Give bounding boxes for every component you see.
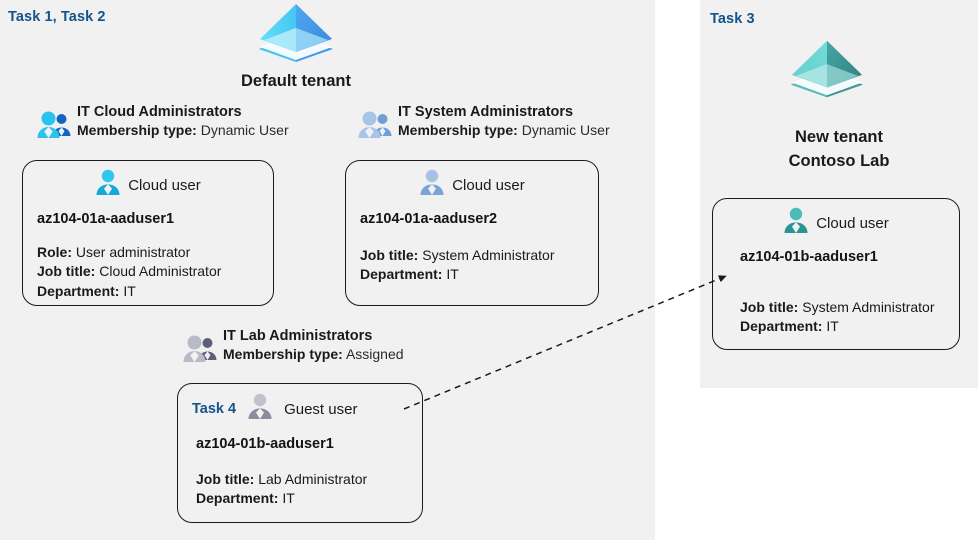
attr-value: IT bbox=[826, 318, 839, 335]
attr-value: System Administrator bbox=[802, 299, 935, 315]
attr-label: Department: bbox=[196, 490, 279, 507]
attr-label: Job title: bbox=[360, 247, 419, 263]
attr-department: Department: IT bbox=[740, 317, 959, 335]
user-principal-name: az104-01a-aaduser1 bbox=[37, 211, 175, 227]
attr-value: Cloud Administrator bbox=[99, 263, 222, 280]
group-membership: Membership type: Assigned bbox=[223, 346, 404, 362]
user-card-aaduser1-b-cloud[interactable]: Cloud user az104-01b-aaduser1 Job title:… bbox=[712, 198, 960, 350]
card-header: Task 4 Guest user bbox=[178, 384, 422, 425]
attr-label: Job title: bbox=[37, 263, 96, 280]
membership-value: Dynamic User bbox=[200, 122, 289, 138]
user-kind-label: Cloud user bbox=[128, 176, 201, 194]
user-card-aaduser2-a[interactable]: Cloud user az104-01a-aaduser2 Job title:… bbox=[345, 160, 599, 306]
attr-job-title: Job title: Cloud Administrator bbox=[37, 262, 273, 280]
new-tenant-title: New tenant Contoso Lab bbox=[712, 126, 966, 174]
user-principal-name: az104-01b-aaduser1 bbox=[740, 249, 878, 265]
group-name: IT System Administrators bbox=[398, 104, 574, 120]
group-it-cloud-administrators: IT Cloud Administrators Membership type:… bbox=[37, 104, 289, 145]
group-users-icon bbox=[183, 334, 217, 369]
group-it-system-administrators: IT System Administrators Membership type… bbox=[358, 104, 610, 145]
attr-department: Department: IT bbox=[196, 489, 422, 507]
inline-task-label: Task 4 bbox=[192, 401, 237, 417]
tenant-pyramid-icon-default bbox=[258, 2, 334, 64]
attr-value: Lab Administrator bbox=[258, 471, 368, 487]
new-tenant-title-line1: New tenant bbox=[794, 128, 883, 146]
membership-label: Membership type: bbox=[223, 346, 343, 362]
attr-value: System Administrator bbox=[422, 247, 555, 263]
attr-label: Job title: bbox=[740, 299, 799, 315]
group-name: IT Cloud Administrators bbox=[77, 104, 242, 120]
membership-label: Membership type: bbox=[77, 122, 197, 138]
user-kind-label: Guest user bbox=[284, 400, 358, 418]
attr-role: Role: User administrator bbox=[37, 243, 273, 261]
user-kind-label: Cloud user bbox=[816, 214, 889, 232]
user-attributes: Role: User administrator Job title: Clou… bbox=[37, 243, 273, 300]
group-it-lab-administrators: IT Lab Administrators Membership type: A… bbox=[183, 328, 404, 369]
group-membership: Membership type: Dynamic User bbox=[398, 122, 610, 138]
attr-label: Job title: bbox=[196, 471, 255, 487]
task-label-right: Task 3 bbox=[710, 11, 755, 27]
attr-job-title: Job title: System Administrator bbox=[740, 298, 959, 316]
user-principal-name: az104-01a-aaduser2 bbox=[360, 211, 498, 227]
attr-value: IT bbox=[123, 282, 136, 299]
attr-label: Department: bbox=[360, 266, 443, 283]
attr-department: Department: IT bbox=[37, 282, 273, 300]
attr-department: Department: IT bbox=[360, 265, 598, 283]
cloud-user-icon bbox=[419, 169, 445, 201]
attr-label: Department: bbox=[37, 282, 120, 299]
group-name: IT Lab Administrators bbox=[223, 328, 373, 344]
group-membership: Membership type: Dynamic User bbox=[77, 122, 289, 138]
attr-job-title: Job title: System Administrator bbox=[360, 246, 598, 264]
user-attributes: Job title: Lab Administrator Department:… bbox=[196, 470, 422, 508]
user-attributes: Job title: System Administrator Departme… bbox=[360, 246, 598, 284]
guest-user-icon bbox=[247, 393, 273, 425]
user-principal-name: az104-01b-aaduser1 bbox=[196, 436, 334, 452]
card-header: Cloud user bbox=[346, 161, 598, 201]
default-tenant-title: Default tenant bbox=[240, 72, 351, 90]
attr-value: User administrator bbox=[75, 244, 191, 260]
membership-value: Dynamic User bbox=[521, 122, 610, 138]
group-users-icon bbox=[358, 110, 392, 145]
attr-value: IT bbox=[282, 490, 295, 507]
cloud-user-icon bbox=[783, 207, 809, 239]
attr-job-title: Job title: Lab Administrator bbox=[196, 470, 422, 488]
user-card-aaduser1-a[interactable]: Cloud user az104-01a-aaduser1 Role: User… bbox=[22, 160, 274, 306]
membership-label: Membership type: bbox=[398, 122, 518, 138]
tenant-pyramid-icon-new bbox=[790, 38, 864, 100]
card-header: Cloud user bbox=[23, 161, 273, 201]
task-label-left: Task 1, Task 2 bbox=[8, 9, 106, 25]
membership-value: Assigned bbox=[345, 346, 404, 362]
card-header: Cloud user bbox=[713, 199, 959, 239]
attr-label: Department: bbox=[740, 318, 823, 335]
new-tenant-title-line2: Contoso Lab bbox=[788, 151, 890, 170]
user-kind-label: Cloud user bbox=[452, 176, 525, 194]
attr-value: IT bbox=[446, 266, 459, 283]
attr-label: Role: bbox=[37, 244, 72, 260]
user-card-aaduser1-b-guest[interactable]: Task 4 Guest user az104-01b-aaduser1 Job… bbox=[177, 383, 423, 523]
user-attributes: Job title: System Administrator Departme… bbox=[740, 298, 959, 336]
group-users-icon bbox=[37, 110, 71, 145]
cloud-user-icon bbox=[95, 169, 121, 201]
